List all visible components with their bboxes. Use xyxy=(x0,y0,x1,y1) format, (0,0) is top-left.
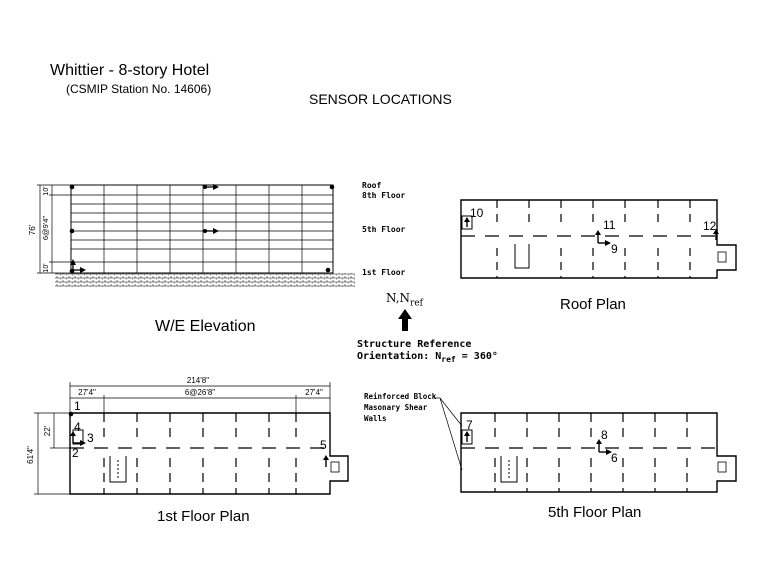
elevation-floor-lines xyxy=(71,194,333,263)
sensor-dot xyxy=(329,184,335,190)
structure-reference-line2: Orientation: Nref = 360° xyxy=(357,351,498,364)
elevation-column-lines xyxy=(103,185,303,273)
shear-wall-leaders xyxy=(434,397,463,471)
ref-line2-sub: ref xyxy=(441,355,456,364)
left-dim: 27'4" xyxy=(78,388,96,397)
elevation-frame xyxy=(70,184,334,274)
sensor-dot xyxy=(325,267,331,273)
height-dim: 76' xyxy=(28,224,37,235)
ref-line2-main: Orientation: N xyxy=(357,351,442,362)
floor-label-8th: 8th Floor xyxy=(362,191,406,200)
elevation-sensor-arrows xyxy=(70,184,219,273)
sensor-label-2: 2 xyxy=(72,446,79,460)
north-label-sub: ref xyxy=(410,298,424,309)
page-heading: SENSOR LOCATIONS xyxy=(309,91,452,107)
ref-line2-end: = 360° xyxy=(455,351,498,362)
depth-dim: 61'4" xyxy=(26,446,35,464)
sensor-label-5: 5 xyxy=(320,438,327,452)
sensor-label-7: 7 xyxy=(466,418,473,432)
spacing-dim: 6@9'4" xyxy=(41,216,50,241)
fifth-floor-plan-caption: 5th Floor Plan xyxy=(548,504,642,521)
middle-dim: 6@26'8" xyxy=(185,388,215,397)
inner-dim: 22' xyxy=(43,425,52,436)
elevation-caption: W/E Elevation xyxy=(155,318,256,335)
floor-label-1st: 1st Floor xyxy=(362,268,406,277)
right-dim: 27'4" xyxy=(305,388,323,397)
sensor-label-9: 9 xyxy=(611,242,618,256)
sensor-label-11: 11 xyxy=(603,218,616,232)
shear-wall-note-2: Masonary Shear xyxy=(364,403,428,412)
north-arrow-icon xyxy=(398,309,412,331)
document-title: Whittier - 8-story Hotel xyxy=(50,62,210,79)
sensor-dot xyxy=(69,184,75,190)
north-label-main: N,N xyxy=(386,291,411,305)
sensor-label-3: 3 xyxy=(87,431,94,445)
first-floor-dimensions xyxy=(34,382,331,495)
end-dim-top: 10' xyxy=(43,186,50,195)
structure-reference-line1: Structure Reference xyxy=(357,339,472,350)
roof-plan-caption: Roof Plan xyxy=(560,296,626,313)
sensor-dot xyxy=(69,228,75,234)
floor-label-roof: Roof xyxy=(362,181,382,190)
sensor-label-6: 6 xyxy=(611,451,618,465)
fifth-floor-plan xyxy=(434,397,737,493)
first-floor-plan-caption: 1st Floor Plan xyxy=(157,508,250,525)
ground-hatch xyxy=(55,273,355,287)
sensor-label-8: 8 xyxy=(601,428,608,442)
first-floor-plan xyxy=(34,382,349,495)
elevation-dimensions xyxy=(37,184,71,274)
sensor-label-4: 4 xyxy=(74,420,81,434)
north-label: N,Nref xyxy=(386,291,423,308)
sensor-label-12: 12 xyxy=(703,219,717,233)
end-dim-bottom: 10' xyxy=(43,263,50,272)
overall-dim: 214'8" xyxy=(187,376,209,385)
floor-label-5th: 5th Floor xyxy=(362,225,406,234)
sensor-label-1: 1 xyxy=(74,399,81,413)
shear-wall-note-3: Walls xyxy=(364,414,387,423)
sensor-label-10: 10 xyxy=(470,206,484,220)
we-elevation: 76' 6@9'4" 10' 10' xyxy=(28,184,355,287)
station-number: (CSMIP Station No. 14606) xyxy=(66,82,212,96)
shear-wall-note-1: Reinforced Block xyxy=(364,392,437,401)
roof-plan xyxy=(460,199,737,279)
